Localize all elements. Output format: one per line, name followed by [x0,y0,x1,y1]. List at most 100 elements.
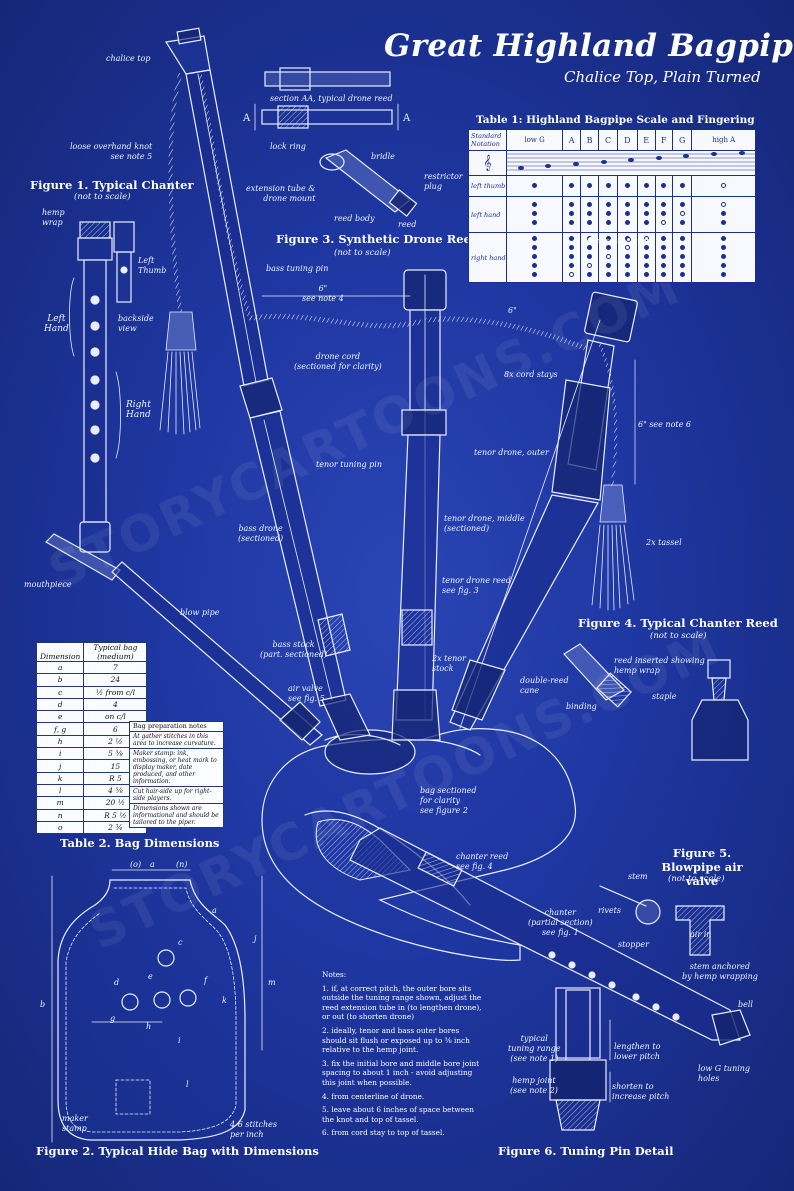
dim-e: e [148,972,153,981]
fig4-title: Figure 4. Typical Chanter Reed [578,616,778,630]
label-blow-pipe: blow pipe [180,608,220,617]
closed-hole-icon [679,220,685,225]
fingering-cell [580,232,600,283]
label-chanter-reed: chanter reed see fig. 4 [456,852,509,871]
open-hole-icon [679,211,685,216]
closed-hole-icon [624,272,630,277]
typical-bag-cell: 24 [83,673,148,687]
fig3-title: Figure 3. Synthetic Drone Reed [276,232,479,246]
closed-hole-icon [605,272,611,277]
note-item: 1. if, at correct pitch, the outer bore … [322,983,482,1022]
fingering-cell [562,232,582,283]
open-hole-icon [605,254,611,259]
closed-hole-icon [605,211,611,216]
closed-hole-icon [569,236,575,241]
dim-g: g [110,1014,116,1023]
label-double-reed: double-reed cane [520,676,569,695]
closed-hole-icon [721,236,727,241]
label-staple: staple [652,692,677,701]
label-tassel: 2x tassel [646,538,682,547]
dimension-cell: d [35,697,85,712]
label-stem-anchored: stem anchored by hemp wrapping [682,962,758,981]
closed-hole-icon [643,220,649,225]
table1-note: G [671,129,693,151]
label-six-inch-note6: 6" see note 6 [638,420,691,429]
label-chanter-partial: chanter (partial section) see fig. 1 [528,908,593,937]
dim-d: d [114,978,120,987]
label-a-right: A [403,113,411,124]
closed-hole-icon [679,182,685,188]
bag-notes-header: Bag preparation notes [130,722,223,732]
table1-row-label: left thumb [468,175,507,197]
closed-hole-icon [624,202,630,207]
fingering-cell [617,196,638,233]
label-lock-ring: lock ring [270,142,306,151]
closed-hole-icon [587,220,593,225]
fig1-subtitle: (not to scale) [74,192,131,202]
dimension-cell: c [35,685,85,699]
label-backside-view: backside view [118,314,154,333]
table1-note: A [562,129,582,151]
closed-hole-icon [605,202,611,207]
dim-b: b [40,1000,46,1009]
closed-hole-icon [532,202,538,207]
staff-notes-icon [507,151,755,171]
label-restrictor-plug: restrictor plug [424,172,463,191]
bag-note: At gather stitches in this area to incre… [130,732,223,749]
open-hole-icon [626,237,632,242]
label-section-aa: section AA, typical drone reed [270,94,393,103]
label-cord-stays: 8x cord stays [504,370,558,379]
fingering-cell [636,175,656,197]
label-rivets: rivets [598,906,621,915]
treble-clef-icon: 𝄞 [468,150,507,176]
table1-note: B [580,129,600,151]
closed-hole-icon [721,272,727,277]
label-bass-drone: bass drone (sectioned) [238,524,284,543]
closed-hole-icon [679,202,685,207]
table2-col2: Typical bag (medium) [83,642,148,662]
closed-hole-icon [587,272,593,277]
closed-hole-icon [679,254,685,259]
closed-hole-icon [587,254,593,259]
fingering-cell [691,232,756,283]
typical-bag-cell: 7 [83,660,148,675]
label-six-inch-b: 6" [508,306,517,315]
dim-j: j [254,934,257,943]
open-hole-icon [661,220,667,225]
fingering-cell [617,175,638,197]
label-right-hand: Right Hand [126,400,151,420]
table2-col1: Dimension [35,642,85,662]
closed-hole-icon [624,254,630,259]
closed-hole-icon [679,236,685,241]
fingering-cell [671,196,693,233]
table1-header-row: Standard Notation low G A B C D E F G hi… [468,129,756,151]
closed-hole-icon [624,182,630,188]
label-drone-cord: drone cord (sectioned for clarity) [294,352,382,371]
fingering-cell [505,175,564,197]
label-hemp-wrap-chanter: hemp wrap [42,208,65,227]
dim-c: c [178,938,183,947]
tassel-left [159,311,201,435]
label-stopper: stopper [618,940,649,949]
closed-hole-icon [661,236,667,241]
label-bag-sectioned: bag sectioned for clarity see figure 2 [420,786,477,815]
closed-hole-icon [605,220,611,225]
table1-note: high A [691,129,756,151]
closed-hole-icon [587,245,593,250]
dim-o-top: (o) [130,860,142,869]
label-hemp-joint: hemp joint (see note 2) [510,1076,558,1095]
dimension-cell: o [35,820,85,835]
table1-note: F [654,129,673,151]
table1-left-thumb-row: left thumb [468,175,756,197]
label-chalice-top: chalice top [106,54,151,63]
fig4-subtitle: (not to scale) [650,631,707,641]
fingering-cell [505,232,564,283]
closed-hole-icon [532,182,538,188]
drone-cord-drawing [168,73,618,487]
typical-bag-cell: on c/l [83,710,148,724]
closed-hole-icon [661,263,667,268]
dimension-cell: e [35,710,85,724]
closed-hole-icon [587,202,593,207]
